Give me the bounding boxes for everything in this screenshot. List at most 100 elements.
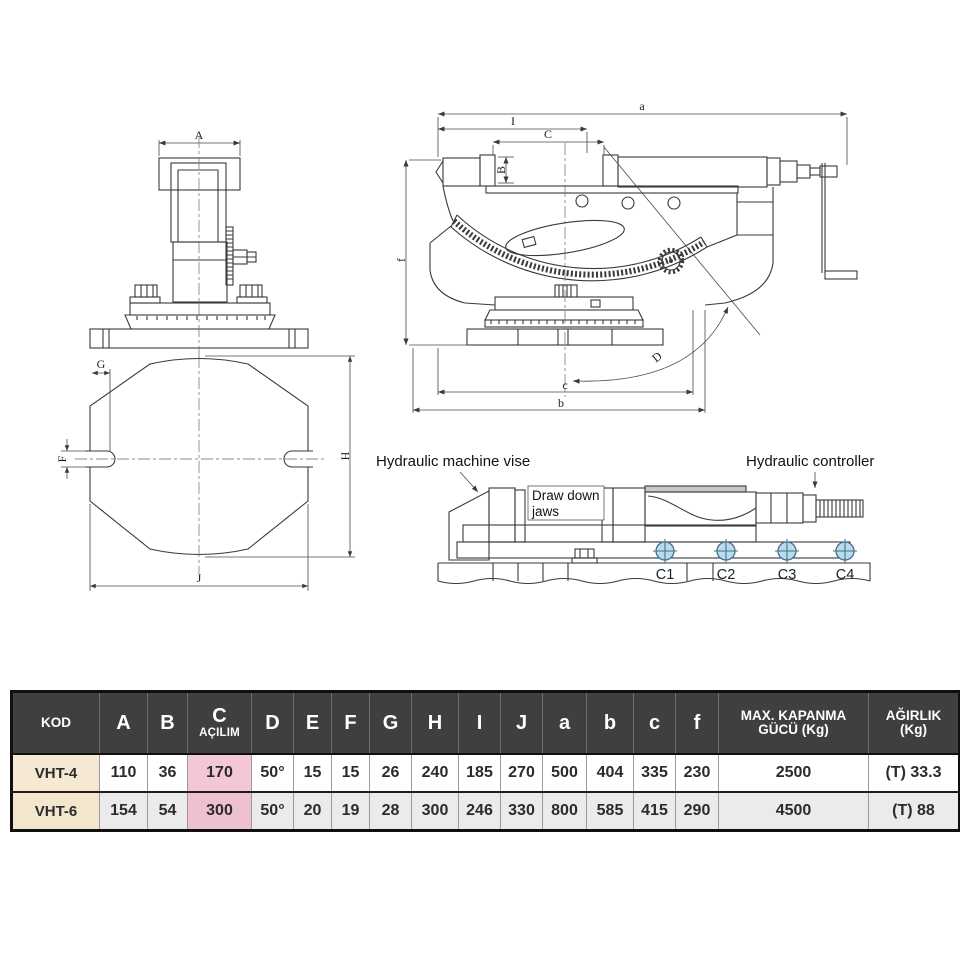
splined-shaft	[815, 499, 864, 518]
cell-F: 19	[331, 791, 370, 831]
col-header-J: J	[500, 691, 543, 755]
graduated-ring	[124, 314, 276, 330]
dim-label-I: I	[511, 114, 515, 128]
marker-label-c2: C2	[717, 567, 736, 583]
cradle-left	[429, 243, 496, 306]
cell-max-kapanma: 2500	[718, 753, 869, 792]
fixed-jaw	[479, 154, 496, 187]
table-row-vht4: VHT-4 110 36 170 50° 15 15 26 240 185 27…	[11, 753, 960, 792]
vise-annotation-arrow	[459, 471, 479, 493]
dim-label-J: J	[197, 571, 202, 585]
cell-kod: VHT-4	[11, 753, 100, 792]
kidney-slot	[505, 219, 625, 257]
col-header-b: b	[586, 691, 634, 755]
spec-table: KOD A B C AÇILIM D E F G H I J a b c f	[10, 690, 960, 832]
front-view-body	[89, 157, 309, 349]
col-header-G: G	[369, 691, 412, 755]
cell-c: 335	[633, 753, 676, 792]
fixed-jaw-plate	[514, 489, 526, 543]
col-header-I: I	[458, 691, 501, 755]
col-header-C-acilim: C AÇILIM	[187, 691, 252, 755]
top-view-dimensions: G F H J	[55, 355, 355, 591]
cell-I: 246	[458, 791, 501, 831]
col-header-max-kapanma: MAX. KAPANMA GÜCÜ (Kg)	[718, 691, 869, 755]
col-header-c: c	[633, 691, 676, 755]
slot-right	[283, 450, 313, 468]
side-view-drawing: a I C B f D c b	[394, 99, 858, 413]
cell-agirlik: (T) 33.3	[868, 753, 960, 792]
col-header-f: f	[675, 691, 719, 755]
cell-B: 54	[147, 791, 188, 831]
cell-H: 240	[411, 753, 459, 792]
top-view-drawing: G F H J	[55, 355, 355, 591]
cell-B: 36	[147, 753, 188, 792]
jaws-label-line2: jaws	[531, 504, 559, 519]
slot-left	[85, 450, 116, 468]
hold-down-bolt	[571, 548, 598, 564]
cell-kod: VHT-6	[11, 791, 100, 831]
cell-C-acilim: 170	[187, 753, 252, 792]
col-header-H: H	[411, 691, 459, 755]
cell-C-acilim: 300	[187, 791, 252, 831]
mount-marker-c2	[714, 539, 738, 563]
cell-J: 270	[500, 753, 543, 792]
crank-handle	[821, 163, 858, 280]
dim-label-c: c	[562, 378, 567, 392]
cradle-right	[704, 235, 774, 306]
front-view-dimensions: A	[158, 128, 241, 156]
mount-marker-c1	[653, 539, 677, 563]
controller-annotation: Hydraulic controller	[746, 453, 874, 470]
clamp-block	[521, 235, 537, 249]
dim-label-H: H	[338, 451, 352, 460]
vise-prow	[448, 490, 490, 561]
cell-G: 26	[369, 753, 412, 792]
worm-block	[554, 284, 578, 298]
mount-marker-c4	[833, 539, 857, 563]
col-header-kod: KOD	[11, 691, 100, 755]
col-header-D: D	[251, 691, 294, 755]
hole	[621, 196, 635, 210]
dim-label-C: C	[544, 127, 552, 141]
mount-marker-c3	[775, 539, 799, 563]
movable-jaw	[602, 154, 619, 187]
hydraulic-view-drawing: Hydraulic machine vise Hydraulic control…	[376, 453, 874, 585]
cell-b: 585	[586, 791, 634, 831]
slide-profile	[647, 495, 757, 521]
coolant-markers: C1 C2 C3 C4	[653, 539, 857, 583]
cell-D: 50°	[251, 753, 294, 792]
marker-label-c4: C4	[836, 567, 855, 583]
hydraulic-vise-body	[437, 485, 871, 585]
cell-c: 415	[633, 791, 676, 831]
spec-table-header: KOD A B C AÇILIM D E F G H I J a b c f	[11, 691, 960, 755]
cell-D: 50°	[251, 791, 294, 831]
dim-label-A: A	[195, 128, 204, 142]
cell-A: 154	[99, 791, 148, 831]
vise-annotation: Hydraulic machine vise	[376, 453, 530, 470]
col-header-a: a	[542, 691, 587, 755]
hole	[575, 194, 589, 208]
marker-label-c1: C1	[656, 567, 675, 583]
side-view-body	[429, 154, 858, 346]
dim-label-D: D	[649, 349, 665, 366]
jaws-label-line1: Draw down	[532, 488, 600, 503]
front-view-drawing: A	[89, 128, 309, 360]
dim-label-F: F	[55, 455, 69, 462]
draw-down-jaws-callout: Draw down jaws	[527, 485, 605, 521]
right-bracket	[736, 187, 774, 236]
table-row-vht6: VHT-6 154 54 300 50° 20 19 28 300 246 33…	[11, 791, 960, 831]
cell-G: 28	[369, 791, 412, 831]
dim-label-a: a	[639, 99, 645, 113]
prow	[435, 160, 444, 184]
cell-b: 404	[586, 753, 634, 792]
cell-E: 15	[293, 753, 332, 792]
tilt-axis-line	[603, 146, 761, 336]
cell-H: 300	[411, 791, 459, 831]
side-view-dimensions: a I C B f D c b	[394, 99, 848, 413]
machine-bed	[437, 562, 871, 585]
dim-label-B: B	[494, 166, 508, 174]
dim-label-b: b	[558, 396, 564, 410]
cell-a: 800	[542, 791, 587, 831]
pinion-shaft	[232, 249, 257, 265]
cell-I: 185	[458, 753, 501, 792]
